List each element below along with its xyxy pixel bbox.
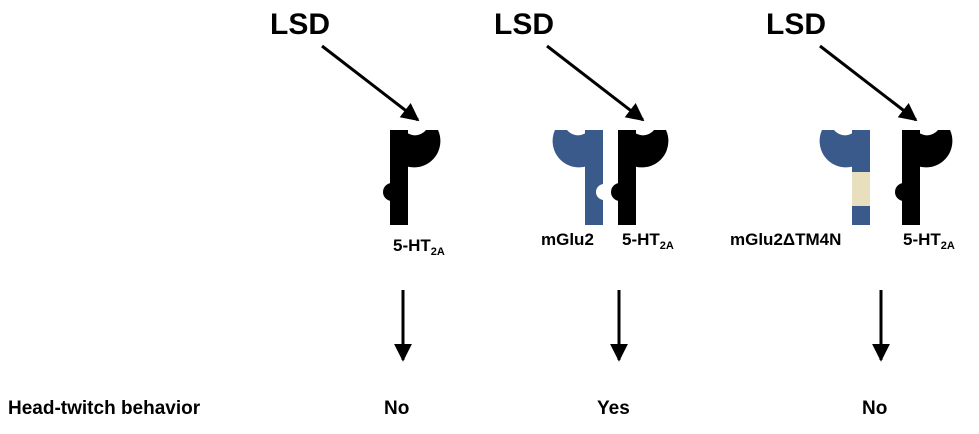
- receptor-5ht2a-2: [611, 130, 669, 225]
- lsd-arrow-2: [546, 44, 645, 122]
- receptor-label-mglu2-mutant: mGlu2ΔTM4N: [730, 230, 842, 249]
- receptor-5ht2a-1: [383, 130, 441, 225]
- outcome-1: No: [384, 398, 410, 419]
- ligand-label-2: LSD: [494, 8, 554, 41]
- outcome-2: Yes: [597, 398, 630, 419]
- row-label: Head-twitch behavior: [8, 398, 201, 419]
- receptor-label-5ht2a-3: 5-HT2A: [903, 230, 955, 252]
- ligand-label-3: LSD: [766, 8, 826, 41]
- receptor-label-5ht2a-1: 5-HT2A: [393, 236, 445, 258]
- receptor-label-5ht2a-2: 5-HT2A: [622, 230, 674, 252]
- ligand-label-1: LSD: [270, 8, 330, 41]
- outcome-3: No: [862, 398, 888, 419]
- lsd-arrow-3: [819, 44, 918, 122]
- receptor-5ht2a-3: [895, 130, 953, 225]
- receptor-label-mglu2: mGlu2: [541, 230, 594, 249]
- receptor-mglu2-mutant: [819, 130, 870, 225]
- lsd-arrow-1: [321, 44, 420, 122]
- receptor-mglu2: [552, 130, 612, 225]
